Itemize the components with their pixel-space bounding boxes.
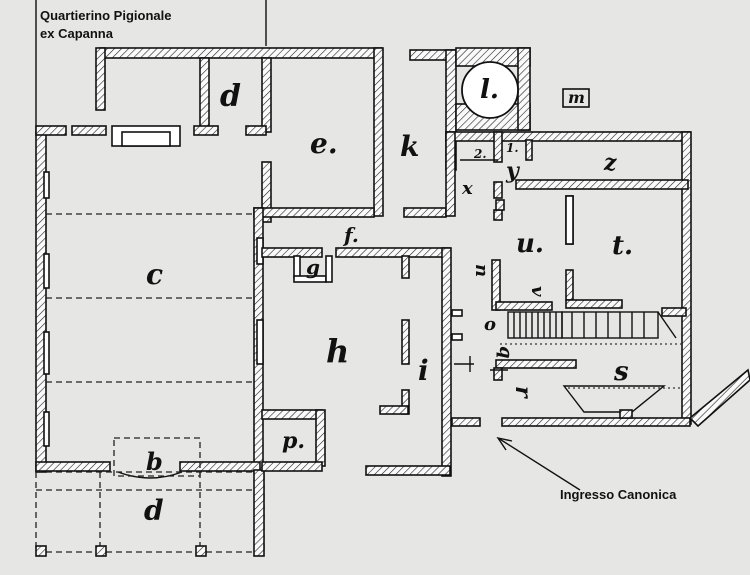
room-label-k: k (400, 130, 419, 163)
room-label-s: s (613, 357, 629, 387)
room-label-y: y (505, 158, 521, 184)
room-label-m: m (568, 88, 585, 107)
room-box-m (562, 88, 590, 108)
dashed-lines-c (46, 213, 254, 477)
room-label-b: b (146, 447, 163, 476)
walls-middle-block (261, 207, 481, 477)
entrance-arrow (496, 436, 581, 491)
caption-box-top: Quartierino Pigionale ex Capanna (35, 0, 267, 132)
walls-right-top (409, 47, 692, 425)
room-label-d-bottom: d (144, 494, 164, 527)
caption-top-line2: ex Capanna (40, 26, 114, 41)
room-label-c: c (146, 258, 163, 291)
room-label-n: n (471, 264, 492, 277)
room-label-l: l. (480, 75, 499, 105)
walls-right-bottom (490, 259, 750, 428)
room-label-p: p. (282, 428, 305, 454)
room-label-i: i (418, 354, 429, 387)
room-label-t: t. (612, 231, 633, 261)
room-label-f: f. (342, 223, 359, 247)
room-label-o: o (484, 314, 496, 335)
walls-top-block (71, 47, 384, 223)
room-label-e: e. (310, 127, 338, 160)
staircase (507, 311, 677, 339)
exterior-wall-right (688, 368, 750, 428)
room-label-q: q (495, 346, 516, 359)
dashed-block-bottom (35, 469, 265, 557)
room-label-h: h (326, 332, 349, 370)
caption-entrance: Ingresso Canonica (560, 487, 677, 502)
room-label-u: u. (516, 229, 544, 259)
room-label-x: x (461, 178, 473, 199)
room-label-v: v (527, 286, 548, 297)
room-labels: d e. k l. m 2. 1. y x z c f. g h i u. t.… (144, 75, 633, 527)
room-label-z: z (603, 150, 617, 176)
room-label-g: g (306, 255, 320, 279)
room-label-n1: 1. (506, 141, 519, 155)
caption-top-line1: Quartierino Pigionale (40, 8, 171, 23)
room-label-n2: 2. (473, 147, 487, 161)
room-label-d-top: d (220, 79, 241, 114)
room-label-r: r (510, 386, 536, 399)
walls-main-block (35, 125, 375, 479)
